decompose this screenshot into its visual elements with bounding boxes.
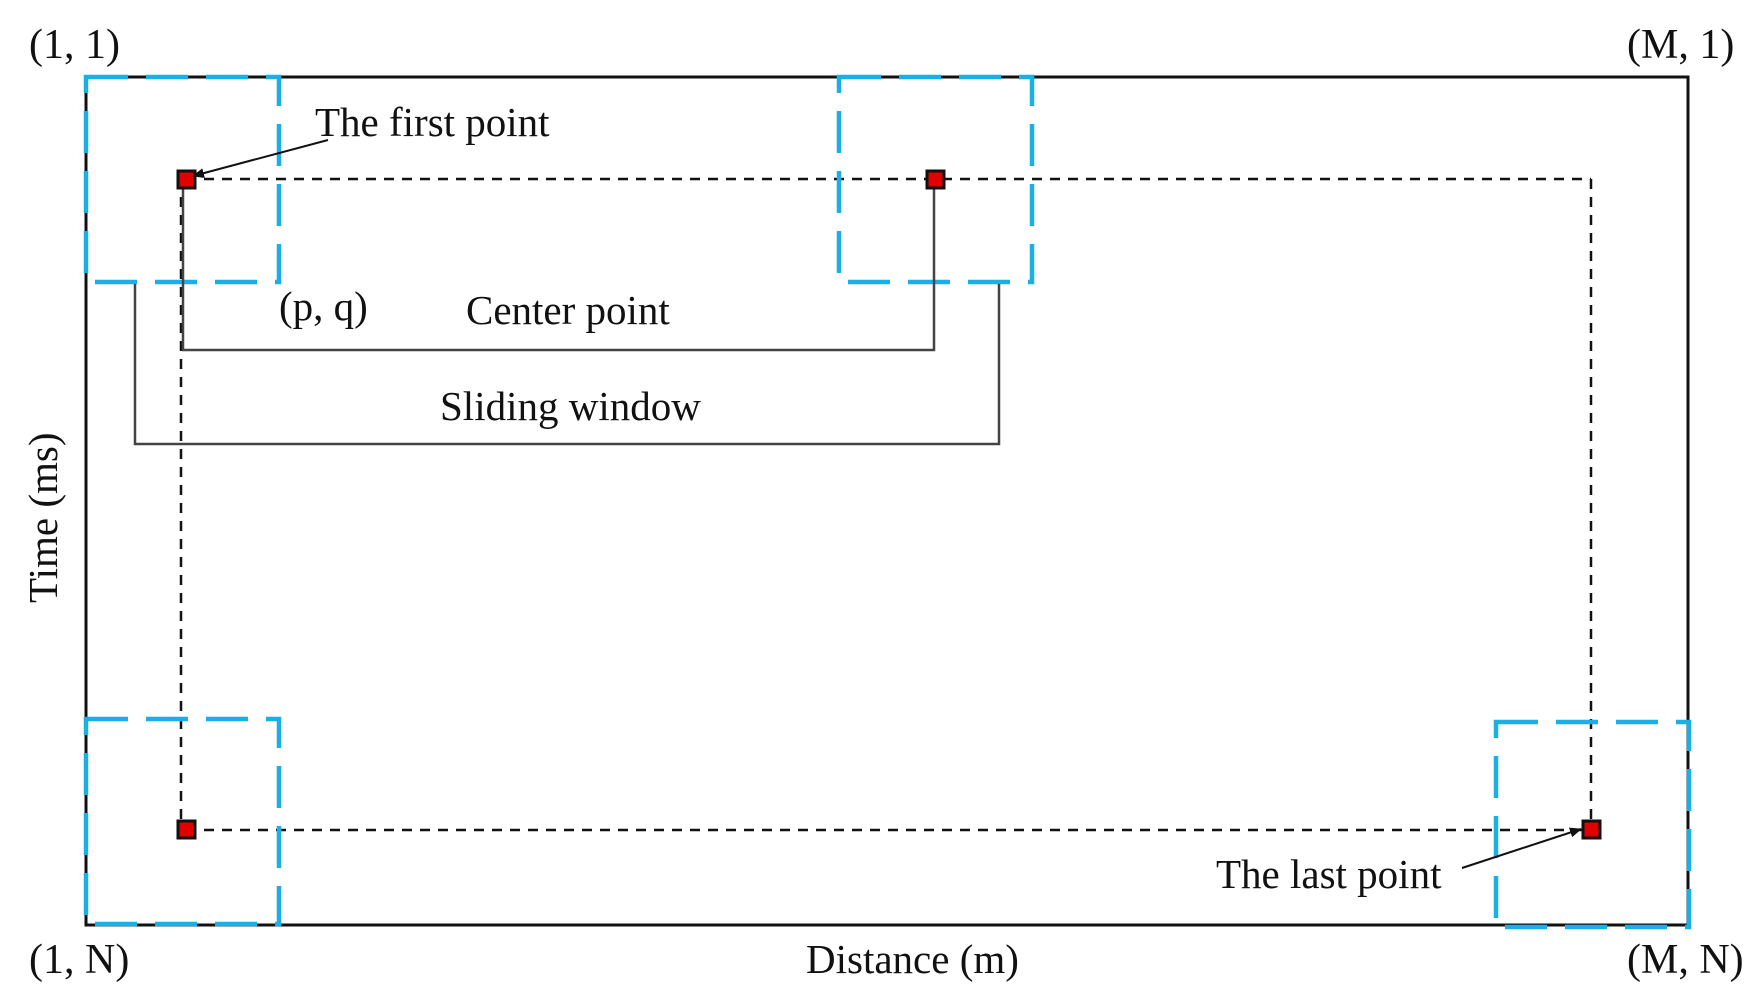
pq-label: (p, q) [279,283,368,329]
bottom-left-point-marker [176,819,197,840]
center-point-bracket [181,179,936,352]
center-point-label: Center point [466,287,670,333]
sliding-window-bottom-left [83,716,282,927]
first-point-marker [176,169,197,190]
first-point-label: The first point [315,99,550,145]
sliding-window-bottom-right [1493,719,1692,930]
last-point-arrow [1461,827,1582,869]
center-point-marker [925,169,946,190]
corner-top-right-label: (M, 1) [1627,22,1734,68]
first-point-arrow [192,139,329,178]
last-point-marker [1581,819,1602,840]
sliding-window-bracket [133,284,1001,446]
sliding-window-top-center [836,74,1035,285]
corner-bottom-left-label: (1, N) [29,937,129,983]
x-axis-label: Distance (m) [806,936,1019,982]
last-point-label: The last point [1216,851,1442,897]
data-frame [84,75,1690,927]
corner-top-left-label: (1, 1) [29,22,120,68]
y-axis-label: Time (ms) [20,433,66,604]
corner-bottom-right-label: (M, N) [1627,937,1744,983]
sliding-windows [83,74,1692,930]
traversal-path [179,177,1593,832]
sliding-window-label: Sliding window [440,383,701,429]
points [176,169,1602,840]
